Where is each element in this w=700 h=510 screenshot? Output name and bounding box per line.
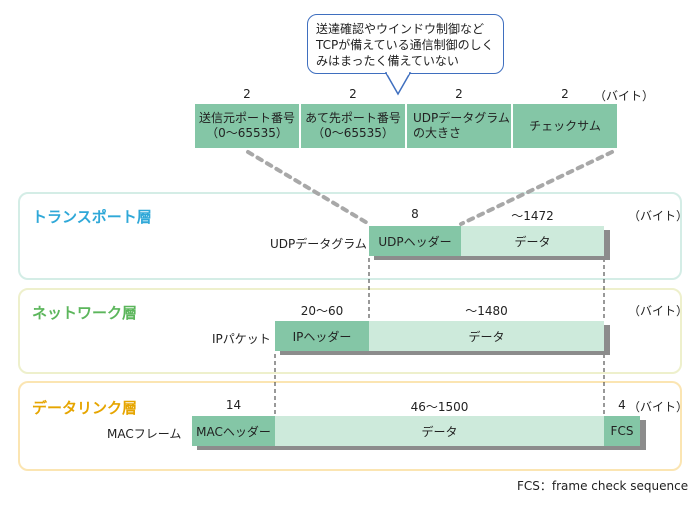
transport-layer-panel xyxy=(18,192,682,280)
udp-header-size: 8 xyxy=(411,207,419,221)
udp-field-size: 2 xyxy=(561,87,569,101)
ip-data-size: 〜1480 xyxy=(465,304,508,318)
udp-field-size: 2 xyxy=(455,87,463,101)
udp-detail-unit-label: （バイト） xyxy=(594,89,655,103)
field-range: （0〜65535） xyxy=(206,126,288,140)
network-layer-panel xyxy=(18,288,682,374)
field-name: UDPデータグラム xyxy=(413,111,510,125)
network-layer-title: ネットワーク層 xyxy=(32,304,138,322)
udp-field-size: 2 xyxy=(243,87,251,101)
mac-header-size: 14 xyxy=(225,398,242,412)
fcs-block: FCS xyxy=(604,416,640,446)
udp-header-left-dotted-guide xyxy=(246,150,371,226)
mac-frame-label: MACフレーム xyxy=(107,427,182,441)
callout-line: みはまったく備えていない xyxy=(316,54,459,68)
ip-packet-label: IPパケット xyxy=(212,332,271,346)
udp-datagram-label: UDPデータグラム xyxy=(270,237,367,251)
mac-header-block: MACヘッダー xyxy=(192,416,275,446)
mac-data-block: データ xyxy=(275,416,604,446)
ip-header-block: IPヘッダー xyxy=(275,321,369,351)
fcs-size: 4 xyxy=(618,398,626,412)
callout-pointer xyxy=(385,72,412,96)
transport-unit-label: （バイト） xyxy=(628,209,689,223)
field-name: 送信元ポート番号 xyxy=(198,111,295,125)
field-name: チェックサム xyxy=(529,118,601,133)
destination-port-field: あて先ポート番号 （0〜65535） xyxy=(301,104,405,148)
udp-header-block: UDPヘッダー xyxy=(369,226,461,256)
source-port-field: 送信元ポート番号 （0〜65535） xyxy=(195,104,299,148)
field-range: （0〜65535） xyxy=(312,126,394,140)
field-name: あて先ポート番号 xyxy=(305,111,401,125)
ip-data-block: データ xyxy=(369,321,604,351)
field-name: の大きさ xyxy=(413,126,462,140)
datalink-unit-label: （バイト） xyxy=(628,400,689,414)
datalink-layer-title: データリンク層 xyxy=(32,399,138,417)
callout-bubble: 送達確認やウインドウ制御など TCPが備えている通信制御のしく みはまったく備え… xyxy=(307,14,504,74)
fcs-footnote: FCS：frame check sequence xyxy=(517,479,689,493)
ip-header-size: 20〜60 xyxy=(300,304,344,318)
udp-data-block: データ xyxy=(461,226,604,256)
udp-header-right-dotted-guide xyxy=(459,150,614,226)
callout-line: TCPが備えている通信制御のしく xyxy=(316,38,494,52)
transport-layer-title: トランスポート層 xyxy=(32,208,152,226)
checksum-field: チェックサム xyxy=(513,104,617,148)
callout-line: 送達確認やウインドウ制御など xyxy=(316,22,485,36)
datalink-layer-panel xyxy=(18,381,682,471)
udp-field-size: 2 xyxy=(349,87,357,101)
datagram-length-field: UDPデータグラム の大きさ xyxy=(407,104,511,148)
network-unit-label: （バイト） xyxy=(628,304,689,318)
mac-data-size: 46〜1500 xyxy=(410,400,469,414)
udp-data-size: 〜1472 xyxy=(511,209,554,223)
